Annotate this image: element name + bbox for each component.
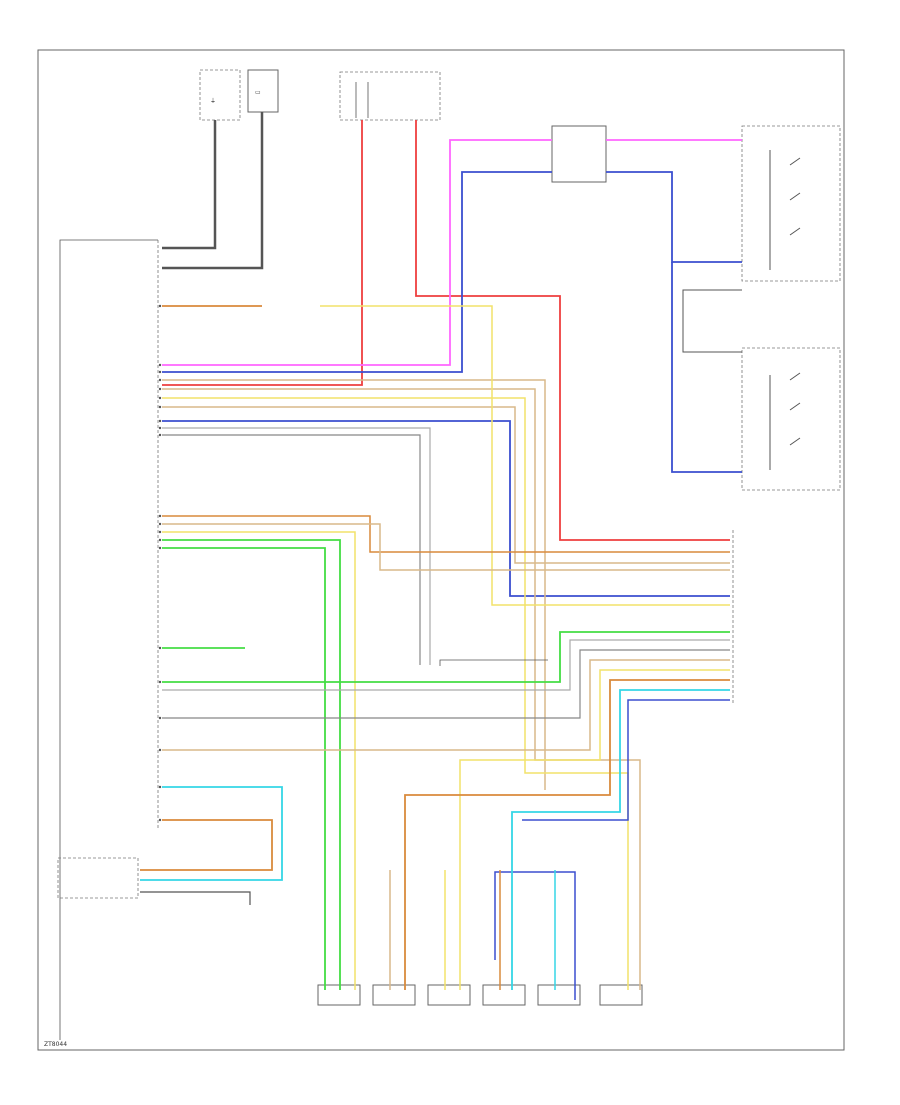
steering-switch-left-box: [741, 347, 841, 491]
steering-switch-right-box: [741, 125, 841, 282]
amplifier-box: [551, 125, 607, 183]
module-symbol: ▭: [255, 89, 261, 96]
speaker-1: [317, 984, 361, 1006]
wire-speaker-4: [162, 539, 341, 990]
wire-speaker-1: [162, 515, 730, 553]
speaker-2: [372, 984, 416, 1006]
wire-blue-2: [606, 171, 742, 263]
wire-red-2: [415, 120, 730, 541]
wire-gray-3: [162, 639, 730, 691]
lower-left-module-box: [57, 857, 139, 899]
footer-code: ZT8044: [44, 1041, 67, 1048]
wire-tan-1: [162, 379, 546, 790]
speakers: [317, 984, 643, 1006]
wire-blue-1: [162, 171, 552, 373]
speaker-4: [482, 984, 526, 1006]
wire-antenna-1: [162, 120, 217, 250]
switch-symbols: [769, 150, 801, 470]
wire-gray-1: [162, 427, 431, 665]
speaker-6: [599, 984, 643, 1006]
wire-blue-4: [162, 420, 730, 597]
wire-red-1: [162, 120, 363, 386]
wire-gray-2: [162, 434, 421, 665]
wire-tan-3: [162, 406, 730, 564]
wire-speaker-3: [162, 531, 356, 990]
radio-outline: [59, 239, 158, 1040]
wire-pink-1: [162, 139, 552, 366]
diagram-border: [37, 49, 845, 1051]
wire-yellow-3: [459, 669, 730, 990]
relay-box: [339, 71, 441, 121]
antenna-box: [199, 69, 241, 121]
wire-switch-link: [682, 289, 742, 353]
wire-orange-3: [140, 819, 273, 871]
wire-cyan-1: [511, 689, 730, 990]
speaker-3: [427, 984, 471, 1006]
wire-blue-6: [522, 699, 730, 821]
wire-antenna-2: [162, 112, 264, 270]
wire-shield: [439, 659, 548, 666]
wire-blue-3: [671, 262, 742, 473]
wire-cyan-2: [140, 786, 283, 881]
wire-yellow-2: [320, 305, 730, 606]
wire-yellow-1: [162, 397, 629, 990]
module-box: [247, 69, 279, 113]
wire-gray-4: [162, 649, 730, 719]
wire-blue-5: [494, 871, 576, 1000]
wire-speaker-5: [162, 547, 326, 990]
wire-green-2: [162, 631, 730, 683]
speaker-5: [537, 984, 581, 1006]
wire-orange-2: [404, 679, 730, 990]
wire-tan-4: [162, 659, 730, 751]
wire-ground: [140, 891, 251, 905]
radio-pins: [158, 304, 162, 822]
relay-contacts: [355, 82, 369, 118]
antenna-ground-symbol: ⏚: [210, 98, 216, 105]
wire-speaker-2: [162, 523, 730, 571]
